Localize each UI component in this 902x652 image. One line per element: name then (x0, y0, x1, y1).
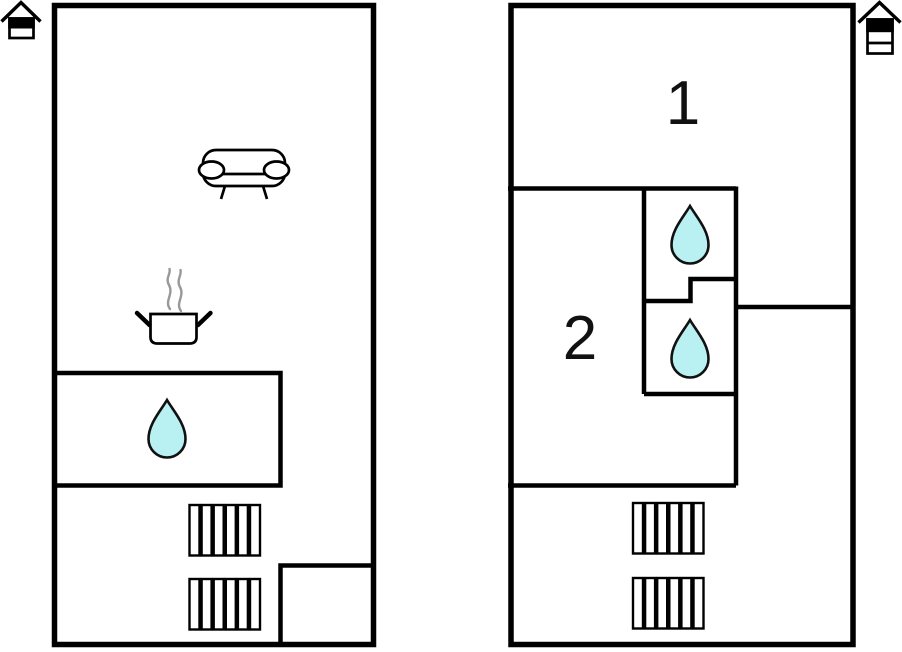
house-icon-floor-band (866, 18, 894, 33)
steam-line (166, 267, 172, 311)
house-icon-roof (857, 0, 902, 24)
staircase-icon (188, 577, 262, 631)
sofa-top-view-icon (197, 148, 291, 200)
pot-body (149, 312, 198, 345)
water-drop-icon (670, 204, 710, 265)
room-label-2: 2 (563, 304, 597, 373)
water-drop-icon (147, 398, 187, 459)
house-floor-indicator-icon-ground (0, 0, 42, 40)
pot-handle-left (134, 310, 152, 328)
upper-floor-plan: 1 2 (508, 2, 856, 648)
sofa-armrest-right (262, 160, 291, 180)
ground-floor-outer-wall (51, 2, 377, 648)
staircase-icon (631, 501, 705, 555)
water-drop-icon (670, 318, 710, 379)
room-label-1: 1 (666, 69, 700, 138)
staircase-icon (631, 576, 705, 630)
house-icon-floor-band (8, 17, 35, 29)
sofa-leg-left (219, 185, 227, 200)
house-floor-indicator-icon-upper (857, 0, 902, 55)
staircase-icon (188, 503, 262, 557)
entry-room-walls (278, 563, 376, 647)
upper-floor-outer-wall (508, 2, 856, 648)
bathroom-walls (52, 370, 283, 488)
steam-line (177, 268, 183, 313)
pot-handle-right (195, 310, 213, 328)
ground-floor-plan (51, 2, 377, 648)
shower-rooms-step-wall (644, 276, 736, 304)
steaming-pot-icon (134, 267, 213, 345)
house-icon-roof (0, 0, 42, 23)
sofa-armrest-left (197, 160, 226, 180)
sofa-leg-right (261, 185, 269, 200)
